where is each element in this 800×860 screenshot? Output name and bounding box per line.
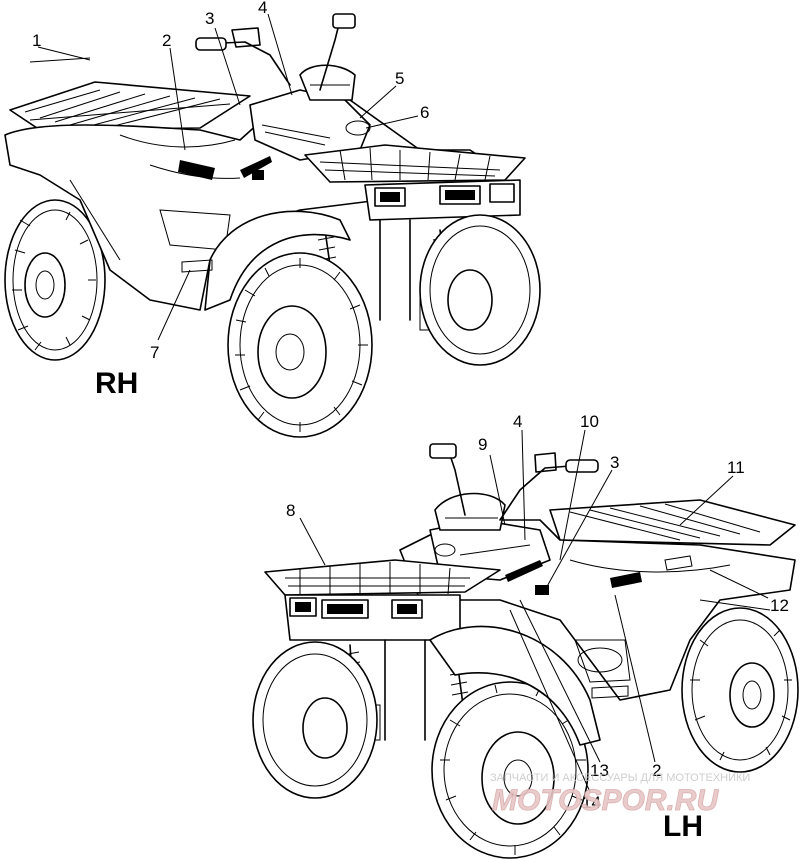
rh-decals <box>178 156 272 273</box>
lh-callout-9: 9 <box>478 435 487 454</box>
lh-decals <box>505 555 693 699</box>
rh-callout-3: 3 <box>205 9 214 28</box>
rh-front-rack <box>304 144 526 183</box>
rh-front-fender <box>204 210 351 311</box>
lh-view-label: LH <box>663 810 703 843</box>
lh-front-near-wheel <box>431 681 589 859</box>
lh-callout-11: 11 <box>727 458 745 477</box>
lh-leader-lines <box>299 429 769 793</box>
lh-callout-8: 8 <box>286 501 295 520</box>
rh-leader-lines <box>29 13 419 341</box>
lh-callout-13: 13 <box>590 761 609 780</box>
rh-callout-1: 1 <box>32 31 41 50</box>
lh-rear-rack <box>549 499 796 546</box>
lh-callout-14: 14 <box>582 793 601 812</box>
rh-atv-drawing: 1 2 3 4 5 6 7 RH <box>4 0 541 438</box>
lh-front-bumper <box>284 594 461 641</box>
lh-atv-drawing: 9 4 10 3 11 8 12 13 2 14 LH <box>252 412 799 859</box>
lh-handlebars <box>429 443 599 521</box>
rh-headlight <box>299 64 356 101</box>
lh-callout-4: 4 <box>513 412 522 431</box>
watermark-tagline: ЗАПЧАСТИ И АКСЕССУАРЫ ДЛЯ МОТОТЕХНИКИ <box>490 772 750 784</box>
rh-callout-4: 4 <box>258 0 267 17</box>
lh-front-far-wheel <box>252 641 378 799</box>
lh-front-fender <box>429 625 601 746</box>
watermark-site: MOTOSPOR.RU <box>492 784 719 817</box>
lh-callout-10: 10 <box>580 412 599 431</box>
lh-front-rack <box>264 559 501 596</box>
lh-callout-2: 2 <box>652 761 661 780</box>
rh-view-label: RH <box>95 367 138 400</box>
rh-handlebars <box>195 13 356 91</box>
watermark: ЗАПЧАСТИ И АКСЕССУАРЫ ДЛЯ МОТОТЕХНИКИ MO… <box>490 772 750 817</box>
rh-callout-6: 6 <box>420 103 429 122</box>
rh-rear-rack <box>9 81 251 131</box>
rh-front-near-wheel <box>227 252 373 438</box>
rh-callout-2: 2 <box>162 31 171 50</box>
rh-front-far-wheel <box>419 214 541 366</box>
rh-callout-5: 5 <box>395 69 404 88</box>
lh-headlight <box>434 492 506 531</box>
rh-callout-7: 7 <box>150 343 159 362</box>
lh-callout-12: 12 <box>770 596 789 615</box>
lh-rear-wheel <box>681 607 799 773</box>
rh-rear-wheel <box>4 199 106 361</box>
lh-callout-3: 3 <box>610 453 619 472</box>
rh-front-bumper <box>364 179 521 221</box>
